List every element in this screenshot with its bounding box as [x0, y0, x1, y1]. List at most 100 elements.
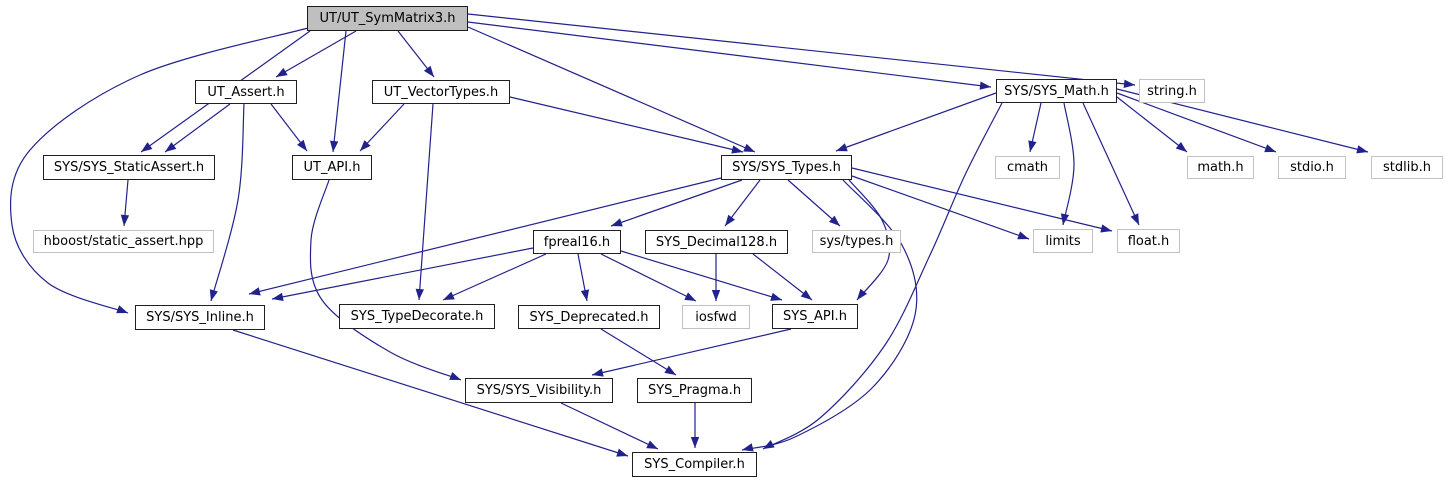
arrowhead-sys-types-sys-decimal128	[725, 214, 736, 226]
edge-ut-symmatrix3-sys-inline	[9, 27, 309, 314]
node-sys-types-h: sys/types.h	[812, 230, 901, 253]
arrowhead-sys-deprecated-sys-pragma	[664, 365, 676, 375]
edge-ut-symmatrix3-ut-assert	[275, 30, 357, 78]
node-ut-api[interactable]: UT_API.h	[292, 155, 372, 180]
arrowhead-fpreal16-sys-typedecorate	[443, 291, 455, 300]
edge-sys-math-sys-compiler	[762, 102, 1003, 450]
arrowhead-ut-symmatrix3-string-h	[1123, 79, 1135, 89]
edge-sys-types-fpreal16	[610, 179, 743, 227]
node-stdio-h: stdio.h	[1278, 156, 1346, 179]
arrowhead-fpreal16-sys-api	[770, 292, 782, 301]
arrowhead-fpreal16-iosfwd	[684, 292, 696, 301]
node-sys-visibility[interactable]: SYS/SYS_Visibility.h	[465, 378, 613, 403]
arrowhead-sys-math-cmath	[1028, 140, 1037, 152]
edge-sys-types-float-h	[851, 167, 1113, 232]
edge-sys-types-limits	[851, 175, 1030, 240]
arrowhead-sys-decimal128-iosfwd	[711, 290, 721, 301]
edge-fpreal16-iosfwd	[600, 253, 697, 302]
arrowhead-sys-math-stdio-h	[1264, 144, 1276, 153]
node-math-h: math.h	[1187, 156, 1254, 179]
edge-sys-math-float-h	[1082, 102, 1140, 226]
node-ut-assert[interactable]: UT_Assert.h	[195, 80, 297, 104]
arrowhead-sys-decimal128-sys-api	[800, 289, 812, 300]
edge-ut-symmatrix3-ut-api	[332, 30, 347, 153]
edge-sys-api-sys-visibility	[591, 328, 792, 376]
node-ut-vectortypes[interactable]: UT_VectorTypes.h	[372, 80, 510, 104]
node-string-h: string.h	[1139, 79, 1205, 103]
arrowhead-fpreal16-sys-inline	[272, 292, 284, 302]
node-float-h: float.h	[1117, 229, 1180, 253]
edge-sys-math-sys-types	[835, 92, 997, 152]
arrowhead-ut-symmatrix3-ut-api	[329, 140, 339, 152]
node-sys-inline[interactable]: SYS/SYS_Inline.h	[135, 305, 265, 330]
edge-ut-assert-sys-inline	[210, 103, 245, 302]
node-sys-types[interactable]: SYS/SYS_Types.h	[721, 155, 852, 180]
arrowhead-sys-staticassert-hboost-static-assert	[120, 214, 130, 226]
edge-ut-assert-sys-staticassert	[164, 103, 231, 153]
arrowhead-sys-math-float-h	[1130, 213, 1139, 225]
node-sys-staticassert[interactable]: SYS/SYS_StaticAssert.h	[43, 155, 215, 180]
arrowhead-sys-types-sys-api	[857, 288, 868, 300]
edge-sys-math-math-h	[1116, 96, 1188, 153]
edge-sys-types-sys-types-h	[787, 179, 841, 227]
node-sys-api[interactable]: SYS_API.h	[772, 304, 858, 329]
node-fpreal16[interactable]: fpreal16.h	[533, 230, 621, 254]
arrowhead-ut-symmatrix3-sys-inline	[116, 305, 128, 314]
arrowhead-sys-types-limits	[1017, 231, 1029, 240]
arrowhead-ut-assert-sys-inline	[209, 289, 218, 301]
node-sys-decimal128[interactable]: SYS_Decimal128.h	[645, 230, 788, 254]
edge-fpreal16-sys-inline	[271, 247, 534, 300]
arrowhead-sys-inline-sys-compiler	[616, 448, 628, 457]
arrowhead-ut-vectortypes-ut-api	[360, 140, 371, 151]
arrowhead-sys-pragma-sys-compiler	[690, 437, 700, 448]
arrowhead-sys-api-sys-visibility	[592, 368, 604, 377]
arrowhead-sys-math-sys-types	[836, 143, 848, 152]
node-iosfwd: iosfwd	[682, 305, 750, 329]
arrowhead-sys-math-sys-compiler	[763, 440, 775, 449]
edge-ut-symmatrix3-string-h	[467, 13, 1136, 86]
node-hboost-static-assert: hboost/static_assert.hpp	[33, 230, 214, 253]
arrowhead-ut-assert-sys-staticassert	[165, 142, 177, 152]
arrowhead-sys-types-float-h	[1100, 224, 1112, 233]
arrowhead-sys-types-fpreal16	[611, 218, 623, 227]
node-cmath: cmath	[995, 156, 1060, 179]
arrowhead-sys-types-sys-compiler	[742, 443, 754, 452]
edge-sys-visibility-sys-compiler	[560, 402, 659, 450]
arrowhead-ut-symmatrix3-sys-math	[979, 81, 991, 90]
arrowhead-ut-symmatrix3-sys-staticassert	[141, 142, 153, 152]
edge-sys-types-sys-inline	[248, 177, 722, 295]
node-ut-symmatrix3: UT/UT_SymMatrix3.h	[307, 6, 468, 31]
edge-sys-decimal128-sys-api	[752, 253, 813, 301]
arrowhead-sys-math-stdlib-h	[1356, 145, 1368, 154]
arrowhead-ut-symmatrix3-sys-types	[743, 143, 755, 152]
node-sys-typedecorate[interactable]: SYS_TypeDecorate.h	[339, 304, 495, 329]
node-limits: limits	[1033, 229, 1093, 253]
edge-sys-math-limits	[1062, 102, 1075, 226]
edge-ut-vectortypes-sys-types	[509, 96, 744, 153]
edge-ut-symmatrix3-sys-types	[467, 26, 756, 153]
arrowhead-ut-api-sys-visibility	[449, 372, 461, 380]
edge-fpreal16-sys-api	[620, 250, 783, 301]
arrowhead-ut-assert-ut-api	[296, 139, 307, 151]
edge-ut-api-sys-visibility	[309, 179, 462, 381]
edge-sys-inline-sys-compiler	[232, 329, 629, 457]
arrowhead-sys-types-sys-inline	[249, 287, 261, 296]
arrowhead-sys-types-sys-types-h	[828, 215, 840, 226]
node-sys-pragma[interactable]: SYS_Pragma.h	[637, 378, 752, 403]
arrowhead-ut-vectortypes-sys-types	[731, 145, 743, 154]
node-stdlib-h: stdlib.h	[1371, 156, 1443, 179]
arrowhead-fpreal16-sys-deprecated	[580, 289, 590, 301]
arrowhead-ut-vectortypes-sys-typedecorate	[415, 288, 424, 300]
edge-ut-vectortypes-sys-typedecorate	[418, 103, 434, 301]
edge-ut-symmatrix3-sys-math	[467, 21, 992, 88]
node-sys-math[interactable]: SYS/SYS_Math.h	[996, 79, 1117, 103]
arrowhead-sys-math-math-h	[1175, 141, 1187, 152]
node-sys-deprecated[interactable]: SYS_Deprecated.h	[518, 305, 660, 329]
edge-fpreal16-sys-typedecorate	[442, 253, 547, 301]
arrowhead-ut-symmatrix3-ut-assert	[276, 67, 288, 77]
node-sys-compiler[interactable]: SYS_Compiler.h	[632, 452, 757, 477]
arrowhead-sys-visibility-sys-compiler	[646, 440, 658, 449]
arrowhead-ut-symmatrix3-ut-vectortypes	[423, 65, 434, 77]
